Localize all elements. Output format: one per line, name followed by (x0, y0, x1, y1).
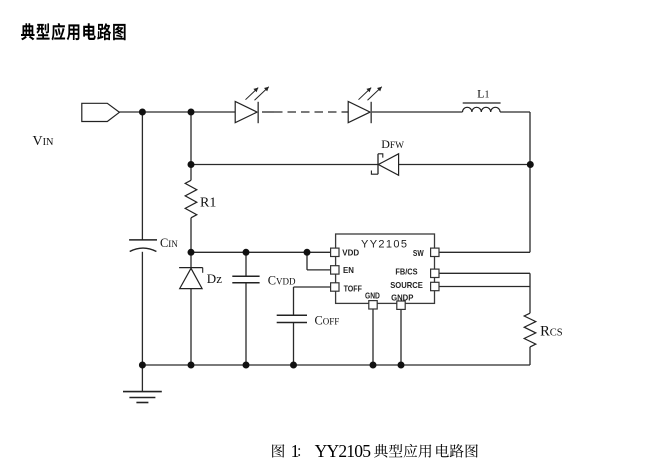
svg-text:CVDD: CVDD (268, 274, 296, 288)
svg-text:YY2105: YY2105 (361, 239, 407, 251)
svg-text:GND: GND (365, 291, 380, 300)
svg-text:YY2105: YY2105 (315, 441, 372, 461)
svg-text:SOURCE: SOURCE (390, 281, 423, 290)
svg-text:RCS: RCS (540, 323, 563, 339)
svg-text:R1: R1 (200, 195, 216, 210)
svg-text:Dz: Dz (207, 271, 222, 286)
svg-text:VIN: VIN (33, 134, 55, 149)
svg-text:DFW: DFW (381, 137, 404, 151)
svg-text:FB/CS: FB/CS (395, 268, 418, 277)
svg-text:SW: SW (413, 249, 424, 258)
svg-text:L1: L1 (477, 87, 489, 101)
svg-text:CIN: CIN (160, 236, 178, 250)
svg-text:COFF: COFF (315, 314, 340, 328)
svg-text:TOFF: TOFF (344, 285, 362, 294)
svg-text:1: 1 (291, 441, 300, 461)
svg-text:GNDP: GNDP (391, 294, 414, 303)
svg-text:VDD: VDD (342, 249, 359, 258)
svg-text:EN: EN (343, 266, 354, 275)
